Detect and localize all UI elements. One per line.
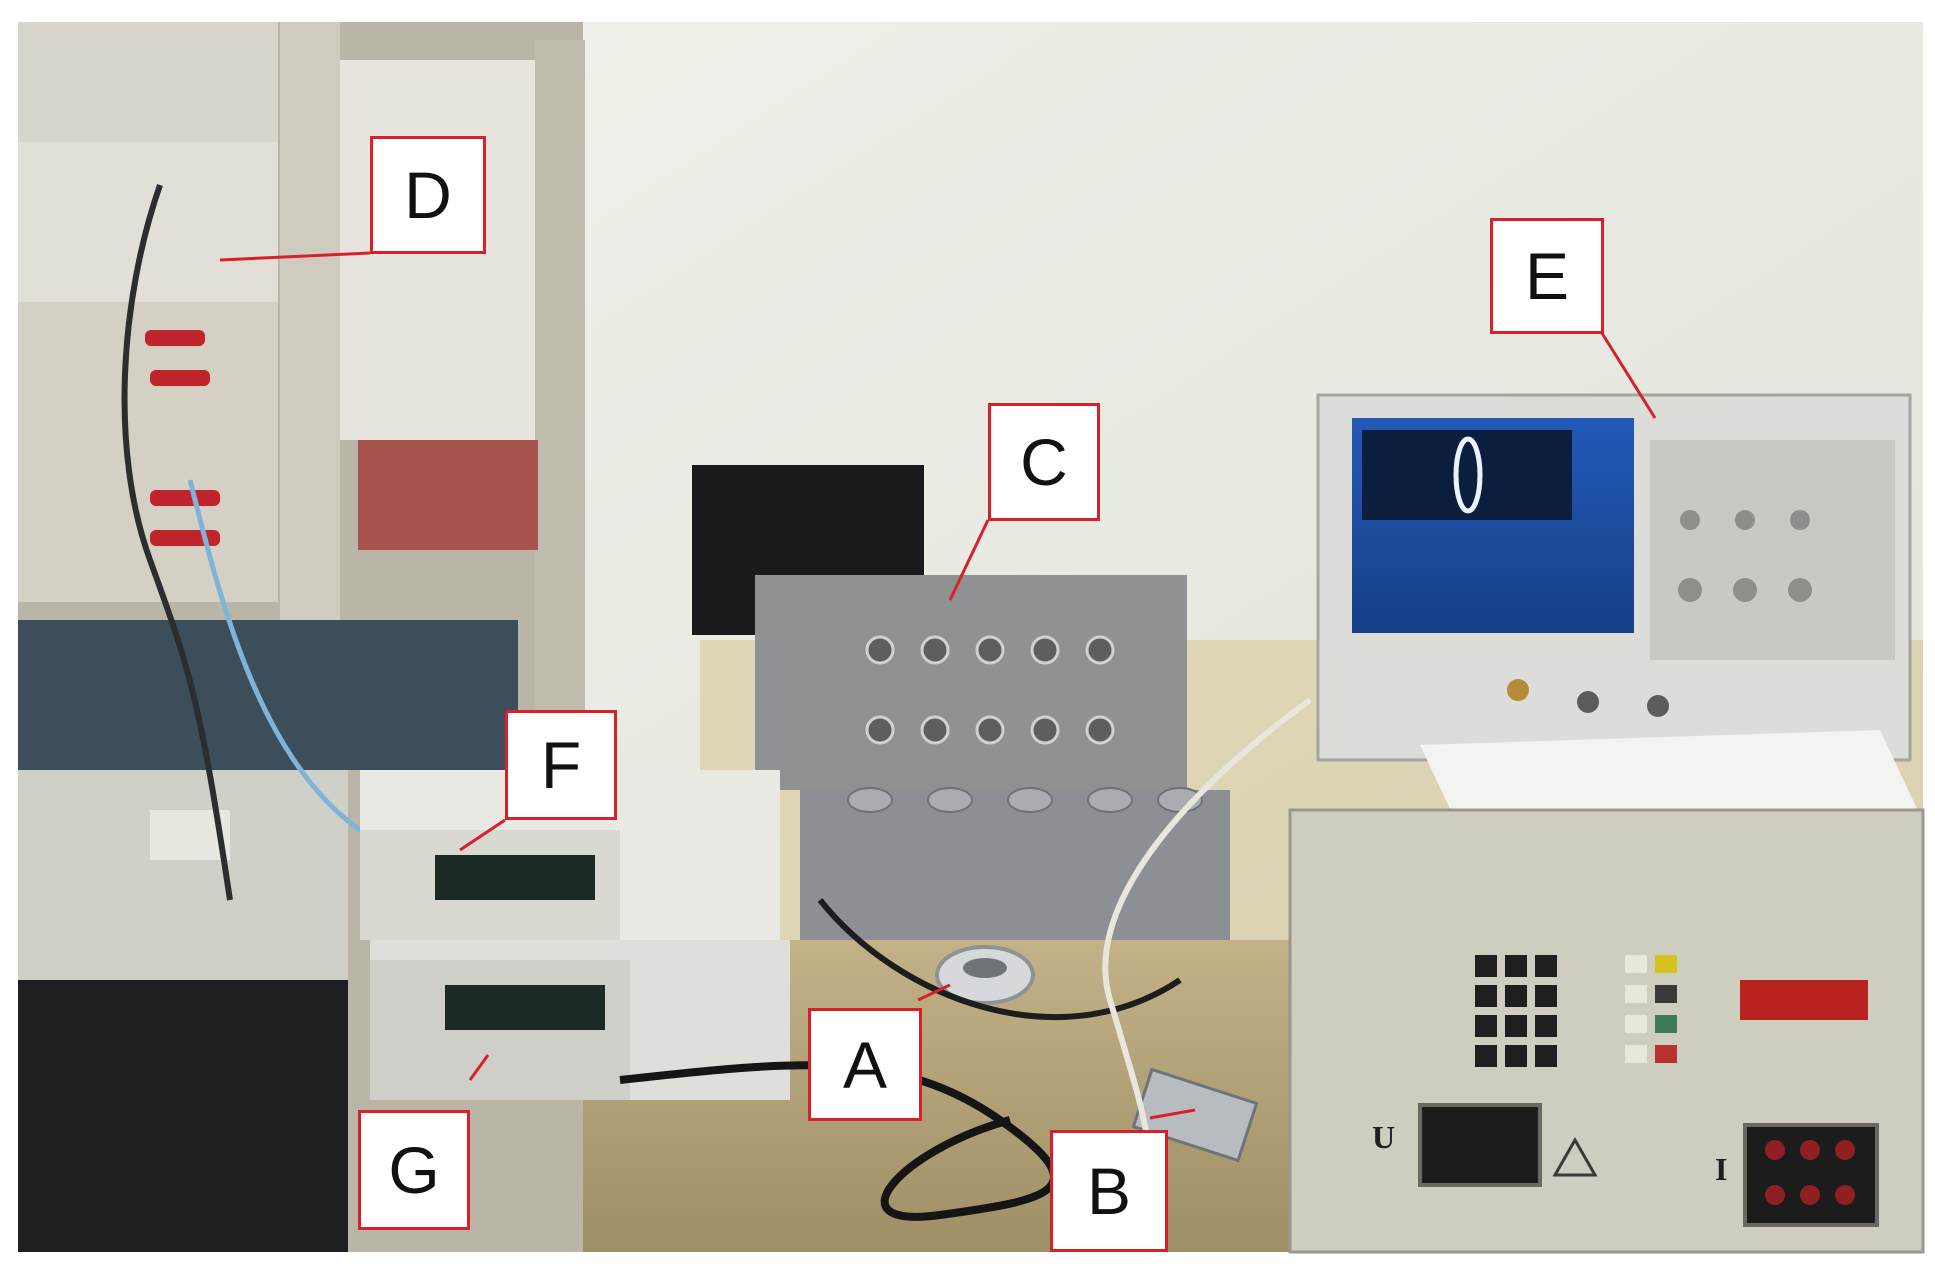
calibrator-i-sockets xyxy=(1765,1140,1855,1205)
a-coil-hole xyxy=(963,958,1007,978)
calibrator-u-terminals xyxy=(1418,1103,1542,1187)
callout-label-e: E xyxy=(1490,218,1604,334)
calibrator-i-label: I xyxy=(1715,1151,1727,1187)
calibrator-function-keys xyxy=(1625,955,1677,1063)
e-screen-plot xyxy=(1362,430,1572,520)
decade-dials xyxy=(847,787,1203,813)
papers xyxy=(1420,730,1920,830)
rack-unit-top xyxy=(18,22,278,142)
terminal-block xyxy=(358,440,538,550)
blue-cable-left xyxy=(187,479,362,833)
e-bnc-connector-2 xyxy=(1577,691,1599,713)
black-cable-2 xyxy=(817,898,1182,1021)
b-probe-box xyxy=(1131,1067,1259,1163)
d-unit-cable xyxy=(121,184,233,901)
rack-lower-panel xyxy=(18,770,348,980)
f-multimeter-display xyxy=(435,855,595,900)
callout-label-f: F xyxy=(505,710,617,820)
calibrator-i-terminals xyxy=(1743,1123,1879,1227)
rack-dark-box xyxy=(18,620,518,770)
e-controls-panel xyxy=(1650,440,1895,660)
g-multimeter-display xyxy=(445,985,605,1030)
decade-box xyxy=(800,790,1230,940)
e-control-knobs xyxy=(1678,510,1812,602)
e-lissajous-trace xyxy=(1453,436,1483,514)
callout-label-d: D xyxy=(370,136,486,254)
calibrator-u-label: U xyxy=(1372,1119,1395,1155)
c-instrument-body xyxy=(755,575,1187,790)
callout-label-g: G xyxy=(358,1110,470,1230)
callout-label-a: A xyxy=(808,1008,922,1121)
calibrator-keypad xyxy=(1475,955,1557,1067)
white-cable xyxy=(1102,697,1312,1151)
d-unit-terminals xyxy=(145,330,220,546)
rack-bottom-dark xyxy=(18,980,348,1252)
calibrator-display xyxy=(1740,980,1868,1020)
callout-leader-lines xyxy=(219,251,1657,1120)
warning-triangle-icon xyxy=(1552,1136,1598,1177)
callout-label-c: C xyxy=(988,403,1100,521)
callout-label-b: B xyxy=(1050,1130,1168,1252)
e-bnc-connector-3 xyxy=(1647,695,1669,717)
c-knobs xyxy=(865,635,1115,745)
e-bnc-connector-1 xyxy=(1507,679,1529,701)
